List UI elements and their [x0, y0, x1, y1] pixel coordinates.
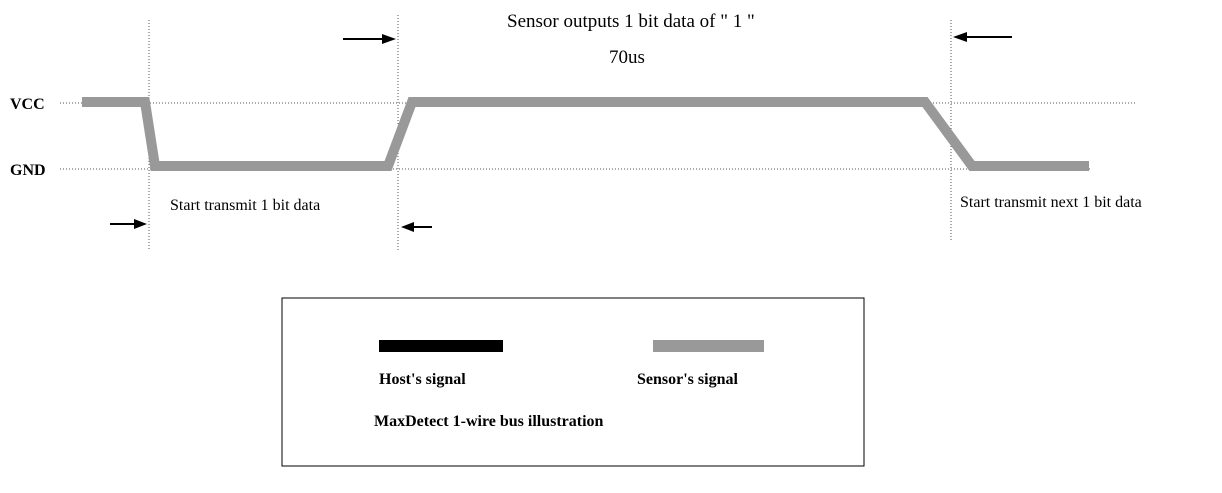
arrow-right-icon — [110, 219, 147, 229]
gnd-label: GND — [10, 162, 46, 179]
arrow-left-icon — [953, 32, 1012, 42]
duration-label: 70us — [609, 47, 645, 68]
arrow-left-icon — [401, 222, 432, 232]
sensor-output-label: Sensor outputs 1 bit data of " 1 " — [507, 11, 755, 32]
vcc-label: VCC — [10, 96, 45, 113]
legend: Host's signal Sensor's signal MaxDetect … — [281, 297, 865, 467]
legend-caption: MaxDetect 1-wire bus illustration — [374, 413, 604, 430]
sensor-signal-waveform — [82, 97, 1089, 171]
sensor-signal-swatch — [653, 340, 764, 352]
host-signal-swatch — [379, 340, 503, 352]
start-transmit-next-label: Start transmit next 1 bit data — [960, 194, 1142, 211]
legend-frame — [281, 297, 865, 467]
host-signal-label: Host's signal — [379, 371, 466, 388]
sensor-signal-label: Sensor's signal — [637, 371, 738, 388]
start-transmit-label: Start transmit 1 bit data — [170, 197, 320, 214]
arrow-right-icon — [343, 34, 396, 44]
